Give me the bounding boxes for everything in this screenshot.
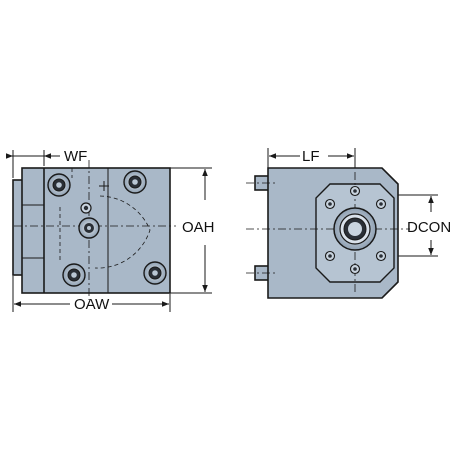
bolt-icon — [123, 170, 147, 194]
side-view: LF DCON — [246, 148, 451, 299]
screw-icon — [324, 250, 336, 262]
screw-icon — [324, 198, 336, 210]
spindle-bore-icon — [333, 207, 377, 251]
screw-icon — [80, 202, 92, 214]
bolt-icon — [143, 261, 167, 285]
oah-label: OAH — [182, 219, 215, 236]
bolt-icon — [62, 263, 86, 287]
wf-dimension: WF — [6, 148, 87, 178]
bolt-icon — [47, 173, 71, 197]
lf-dimension: LF — [267, 148, 356, 168]
lf-label: LF — [302, 148, 320, 165]
oah-dimension: OAH — [170, 167, 215, 294]
screw-icon — [78, 217, 100, 239]
screw-icon — [349, 263, 361, 275]
wf-label: WF — [64, 148, 87, 165]
dcon-label: DCON — [407, 219, 451, 236]
oaw-dimension: OAW — [12, 276, 171, 313]
screw-icon — [375, 198, 387, 210]
front-view: WF OAH OAW — [6, 148, 215, 313]
crosshair-mark — [99, 181, 109, 191]
dcon-dimension: DCON — [398, 194, 451, 257]
oaw-label: OAW — [74, 296, 110, 313]
screw-icon — [349, 185, 361, 197]
screw-icon — [375, 250, 387, 262]
